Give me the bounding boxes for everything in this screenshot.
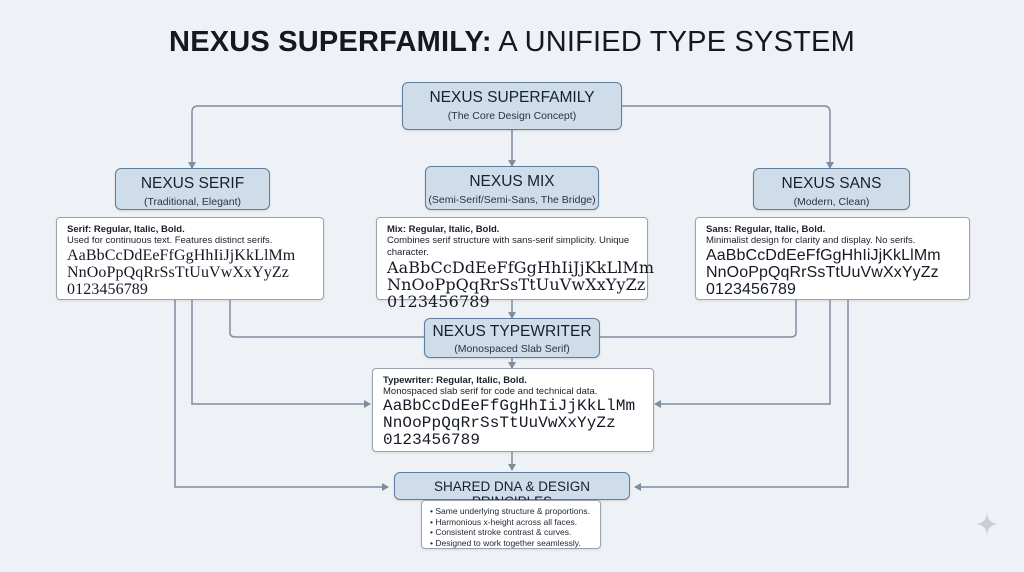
typewriter-specimen-card: Typewriter: Regular, Italic, Bold. Monos… — [372, 368, 654, 452]
mix-specimen-card: Mix: Regular, Italic, Bold. Combines ser… — [376, 217, 655, 310]
principle-item: • Same underlying structure & proportion… — [430, 506, 590, 516]
sans-description: Minimalist design for clarity and displa… — [706, 235, 916, 246]
typewriter-title: NEXUS TYPEWRITER — [432, 323, 592, 340]
typewriter-subtitle: (Monospaced Slab Serif) — [454, 343, 570, 355]
serif-description: Used for continuous text. Features disti… — [67, 235, 273, 246]
core-concept-box: NEXUS SUPERFAMILY (The Core Design Conce… — [402, 82, 622, 130]
title-rest-part: A UNIFIED TYPE SYSTEM — [491, 26, 855, 58]
typewriter-weights: Typewriter: Regular, Italic, Bold. — [383, 375, 527, 386]
principle-item: • Consistent stroke contrast & curves. — [430, 527, 572, 537]
serif-title: NEXUS SERIF — [140, 175, 245, 192]
sans-title: NEXUS SANS — [781, 175, 882, 192]
mix-description: Combines serif structure with sans-serif… — [387, 235, 630, 258]
mix-subtitle: (Semi-Serif/Semi-Sans, The Bridge) — [428, 194, 596, 206]
mix-sample-line-1: AaBbCcDdEeFfGgHhIiJjKkLlMm — [387, 258, 655, 277]
typewriter-sample-line-3: 0123456789 — [383, 431, 481, 449]
typewriter-header-box: NEXUS TYPEWRITER (Monospaced Slab Serif) — [424, 318, 600, 358]
connector-serif-typewriter — [229, 300, 424, 338]
serif-subtitle: (Traditional, Elegant) — [143, 196, 242, 208]
connector-core-serif — [188, 105, 402, 169]
serif-header-box: NEXUS SERIF (Traditional, Elegant) — [115, 168, 270, 210]
core-subtitle: (The Core Design Concept) — [447, 110, 577, 122]
typewriter-sample-line-1: AaBbCcDdEeFfGgHhIiJjKkLlMm — [383, 397, 636, 415]
sparkle-icon — [976, 513, 998, 535]
mix-header-box: NEXUS MIX (Semi-Serif/Semi-Sans, The Bri… — [425, 166, 599, 210]
title-bold-part: NEXUS SUPERFAMILY: — [169, 26, 492, 58]
serif-sample-line-1: AaBbCcDdEeFfGgHhIiJjKkLlMm — [67, 247, 296, 264]
mix-title: NEXUS MIX — [469, 173, 555, 190]
serif-sample-line-3: 0123456789 — [67, 281, 148, 298]
serif-weights: Serif: Regular, Italic, Bold. — [67, 224, 185, 235]
connector-sans-to-principles — [634, 300, 849, 491]
sans-sample-line-3: 0123456789 — [706, 281, 796, 298]
typewriter-description: Monospaced slab serif for code and techn… — [383, 386, 598, 397]
mix-sample-line-3: 0123456789 — [387, 292, 490, 311]
serif-specimen-card: Serif: Regular, Italic, Bold. Used for c… — [56, 217, 324, 300]
mix-sample-line-2: NnOoPpQqRrSsTtUuVwXxYyZz — [387, 275, 646, 294]
typewriter-sample-line-2: NnOoPpQqRrSsTtUuVwXxYyZz — [383, 414, 616, 432]
mix-weights: Mix: Regular, Italic, Bold. — [387, 224, 500, 235]
principle-item: • Designed to work together seamlessly. — [430, 537, 581, 548]
page-title: NEXUS SUPERFAMILY: A UNIFIED TYPE SYSTEM — [0, 26, 1024, 59]
connector-serif-to-principles — [174, 300, 389, 491]
sans-specimen-card: Sans: Regular, Italic, Bold. Minimalist … — [695, 217, 970, 300]
connector-serif-to-typewriter-card — [191, 300, 371, 408]
connector-core-sans — [622, 105, 834, 169]
sans-header-box: NEXUS SANS (Modern, Clean) — [753, 168, 910, 210]
principle-item: • Harmonious x-height across all faces. — [430, 516, 578, 527]
principles-header-box: SHARED DNA & DESIGN PRINCIPLES — [394, 472, 630, 509]
connector-sans-typewriter — [600, 300, 797, 338]
connector-sans-to-typewriter-card — [654, 300, 831, 408]
principles-list-box: • Same underlying structure & proportion… — [421, 500, 601, 549]
sans-weights: Sans: Regular, Italic, Bold. — [706, 224, 826, 235]
core-title: NEXUS SUPERFAMILY — [429, 89, 595, 106]
serif-sample-line-2: NnOoPpQqRrSsTtUuVwXxYyZz — [67, 264, 289, 281]
sans-sample-line-2: NnOoPpQqRrSsTtUuVwXxYyZz — [706, 264, 939, 281]
sans-sample-line-1: AaBbCcDdEeFfGgHhIiJjKkLlMm — [706, 247, 941, 264]
sans-subtitle: (Modern, Clean) — [793, 196, 870, 208]
